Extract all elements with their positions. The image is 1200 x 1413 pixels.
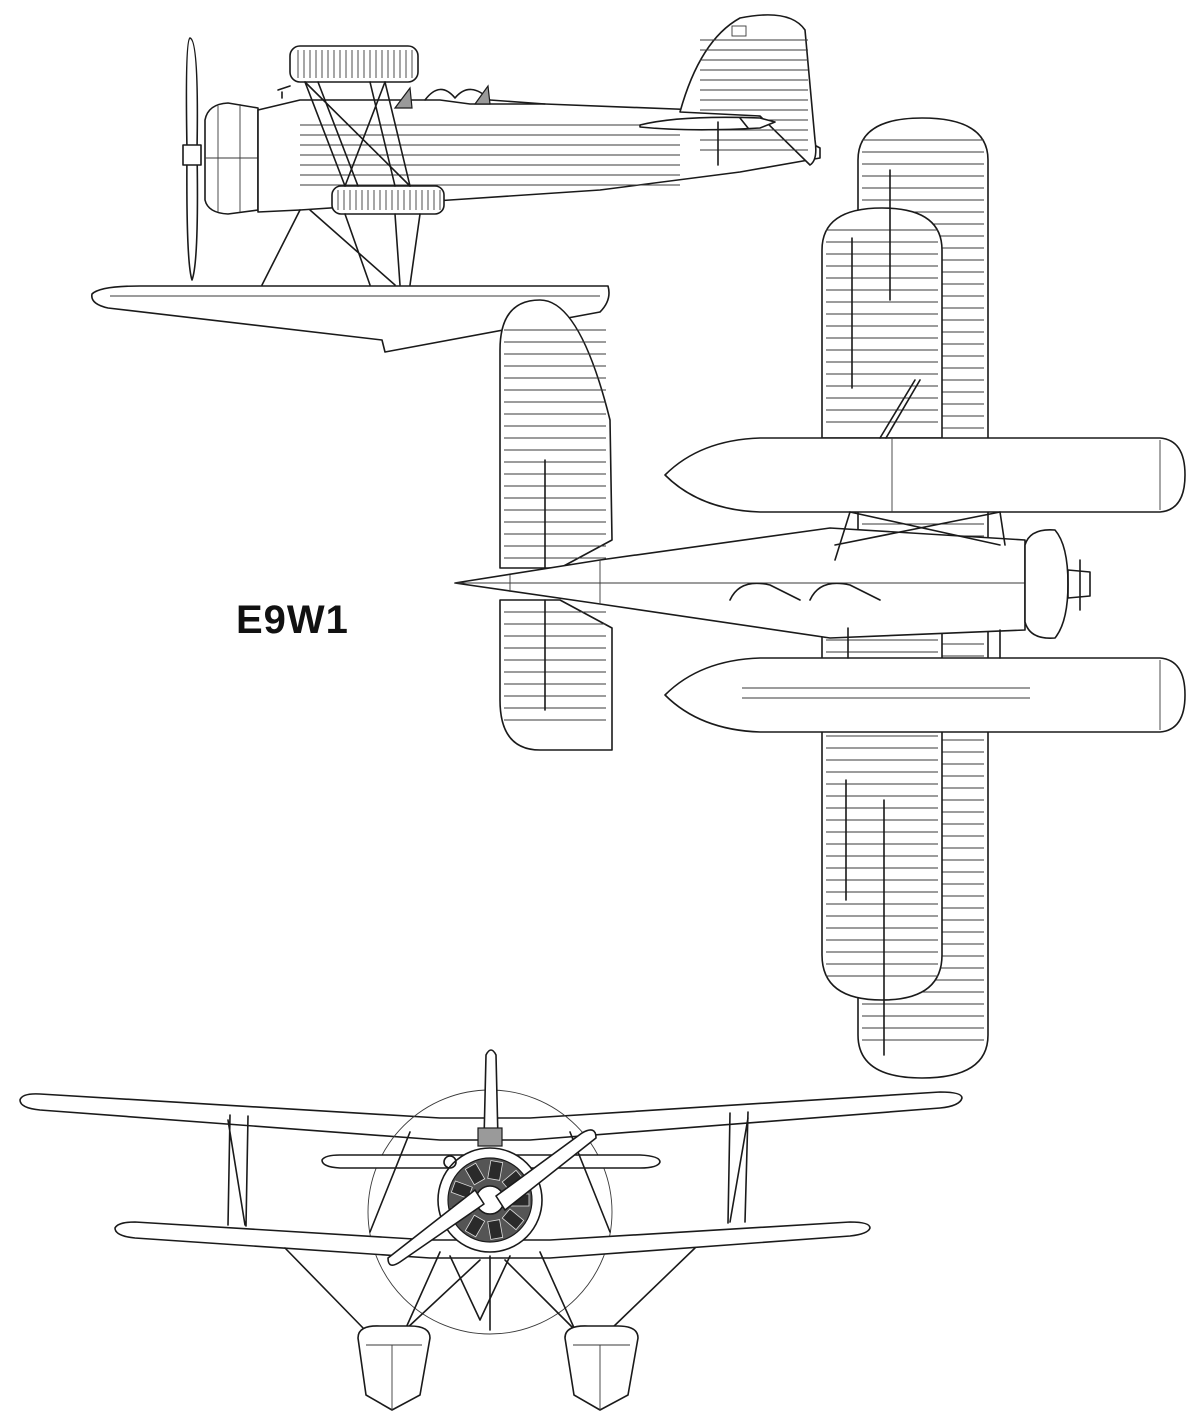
top-float-upper	[664, 437, 1186, 513]
top-float-lower	[664, 657, 1186, 733]
side-spinner-hub	[182, 144, 202, 166]
front-view	[19, 1049, 963, 1411]
side-main-float	[91, 285, 610, 353]
top-lower-wing	[821, 207, 943, 439]
side-cowling	[204, 102, 259, 215]
front-propeller-blade-upper	[495, 1129, 597, 1211]
side-upper-wing	[289, 45, 419, 83]
top-view	[454, 117, 1186, 1079]
front-float-left	[357, 1325, 431, 1411]
aircraft-designation: E9W1	[236, 598, 349, 642]
top-tailplane	[499, 299, 613, 569]
side-view	[91, 14, 821, 353]
side-lower-wing	[331, 185, 445, 215]
top-cowling	[1024, 528, 1069, 639]
front-float-right	[564, 1325, 639, 1411]
front-propeller-blade-lower	[387, 1189, 485, 1266]
